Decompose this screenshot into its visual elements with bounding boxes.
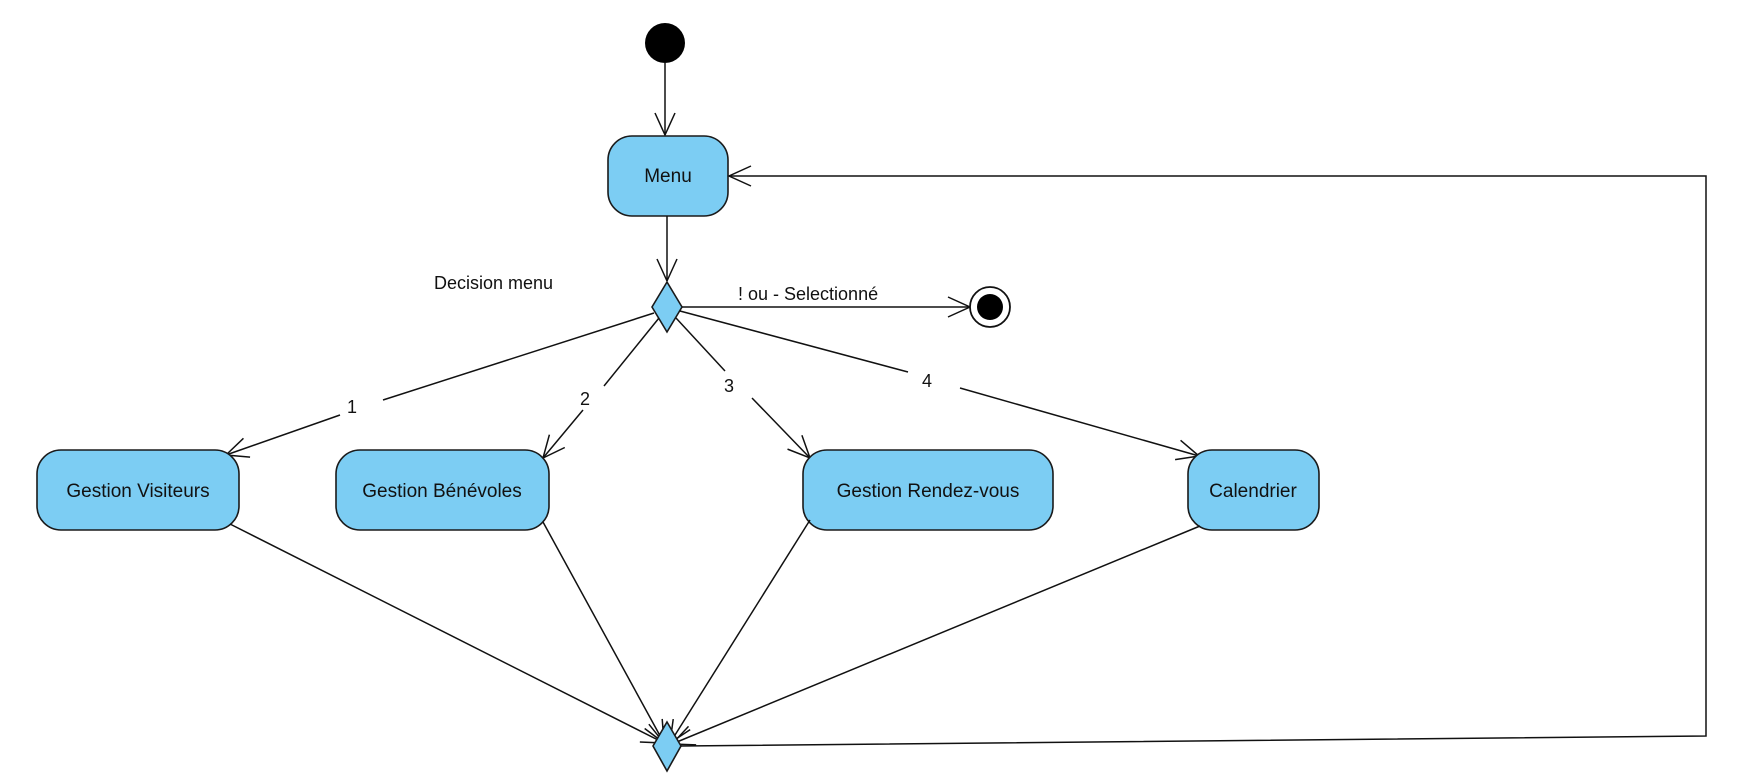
action-gestion-rendez-vous[interactable]: Gestion Rendez-vous — [802, 449, 1054, 531]
edge-1-label: 1 — [347, 397, 357, 417]
edge-2-label: 2 — [580, 389, 590, 409]
edge-3-b — [751, 397, 812, 460]
action-menu-label: Menu — [644, 166, 692, 187]
action-calendrier[interactable]: Calendrier — [1187, 449, 1320, 531]
edge-visiteurs-to-merge — [229, 523, 666, 744]
edge-4-b — [959, 387, 1201, 461]
decision-diamond — [651, 280, 683, 334]
edge-2-b — [541, 409, 584, 460]
action-calendrier-label: Calendrier — [1209, 481, 1297, 502]
edge-calendrier-to-merge — [670, 525, 1201, 746]
edge-1-a — [382, 312, 655, 401]
action-menu[interactable]: Menu — [607, 135, 729, 217]
edge-loop-back — [680, 165, 1707, 747]
action-gestion-visiteurs-label: Gestion Visiteurs — [66, 481, 209, 502]
edge-4-label: 4 — [922, 371, 932, 391]
merge-diamond — [652, 720, 682, 773]
edge-1-b — [224, 414, 341, 458]
edge-2-a — [603, 317, 660, 387]
action-gestion-benevoles[interactable]: Gestion Bénévoles — [335, 449, 550, 531]
edge-exit-label: ! ou - Selectionné — [738, 284, 878, 304]
action-gestion-visiteurs[interactable]: Gestion Visiteurs — [36, 449, 240, 531]
edge-4-a — [679, 310, 909, 373]
final-node — [969, 286, 1011, 328]
edge-benevoles-to-merge — [542, 521, 665, 745]
edge-3-a — [675, 317, 726, 372]
edge-3-label: 3 — [724, 376, 734, 396]
initial-node — [645, 23, 685, 63]
decision-label: Decision menu — [434, 273, 553, 293]
action-gestion-rendez-vous-label: Gestion Rendez-vous — [837, 481, 1020, 502]
action-gestion-benevoles-label: Gestion Bénévoles — [362, 481, 522, 502]
edge-rdv-to-merge — [669, 519, 811, 745]
